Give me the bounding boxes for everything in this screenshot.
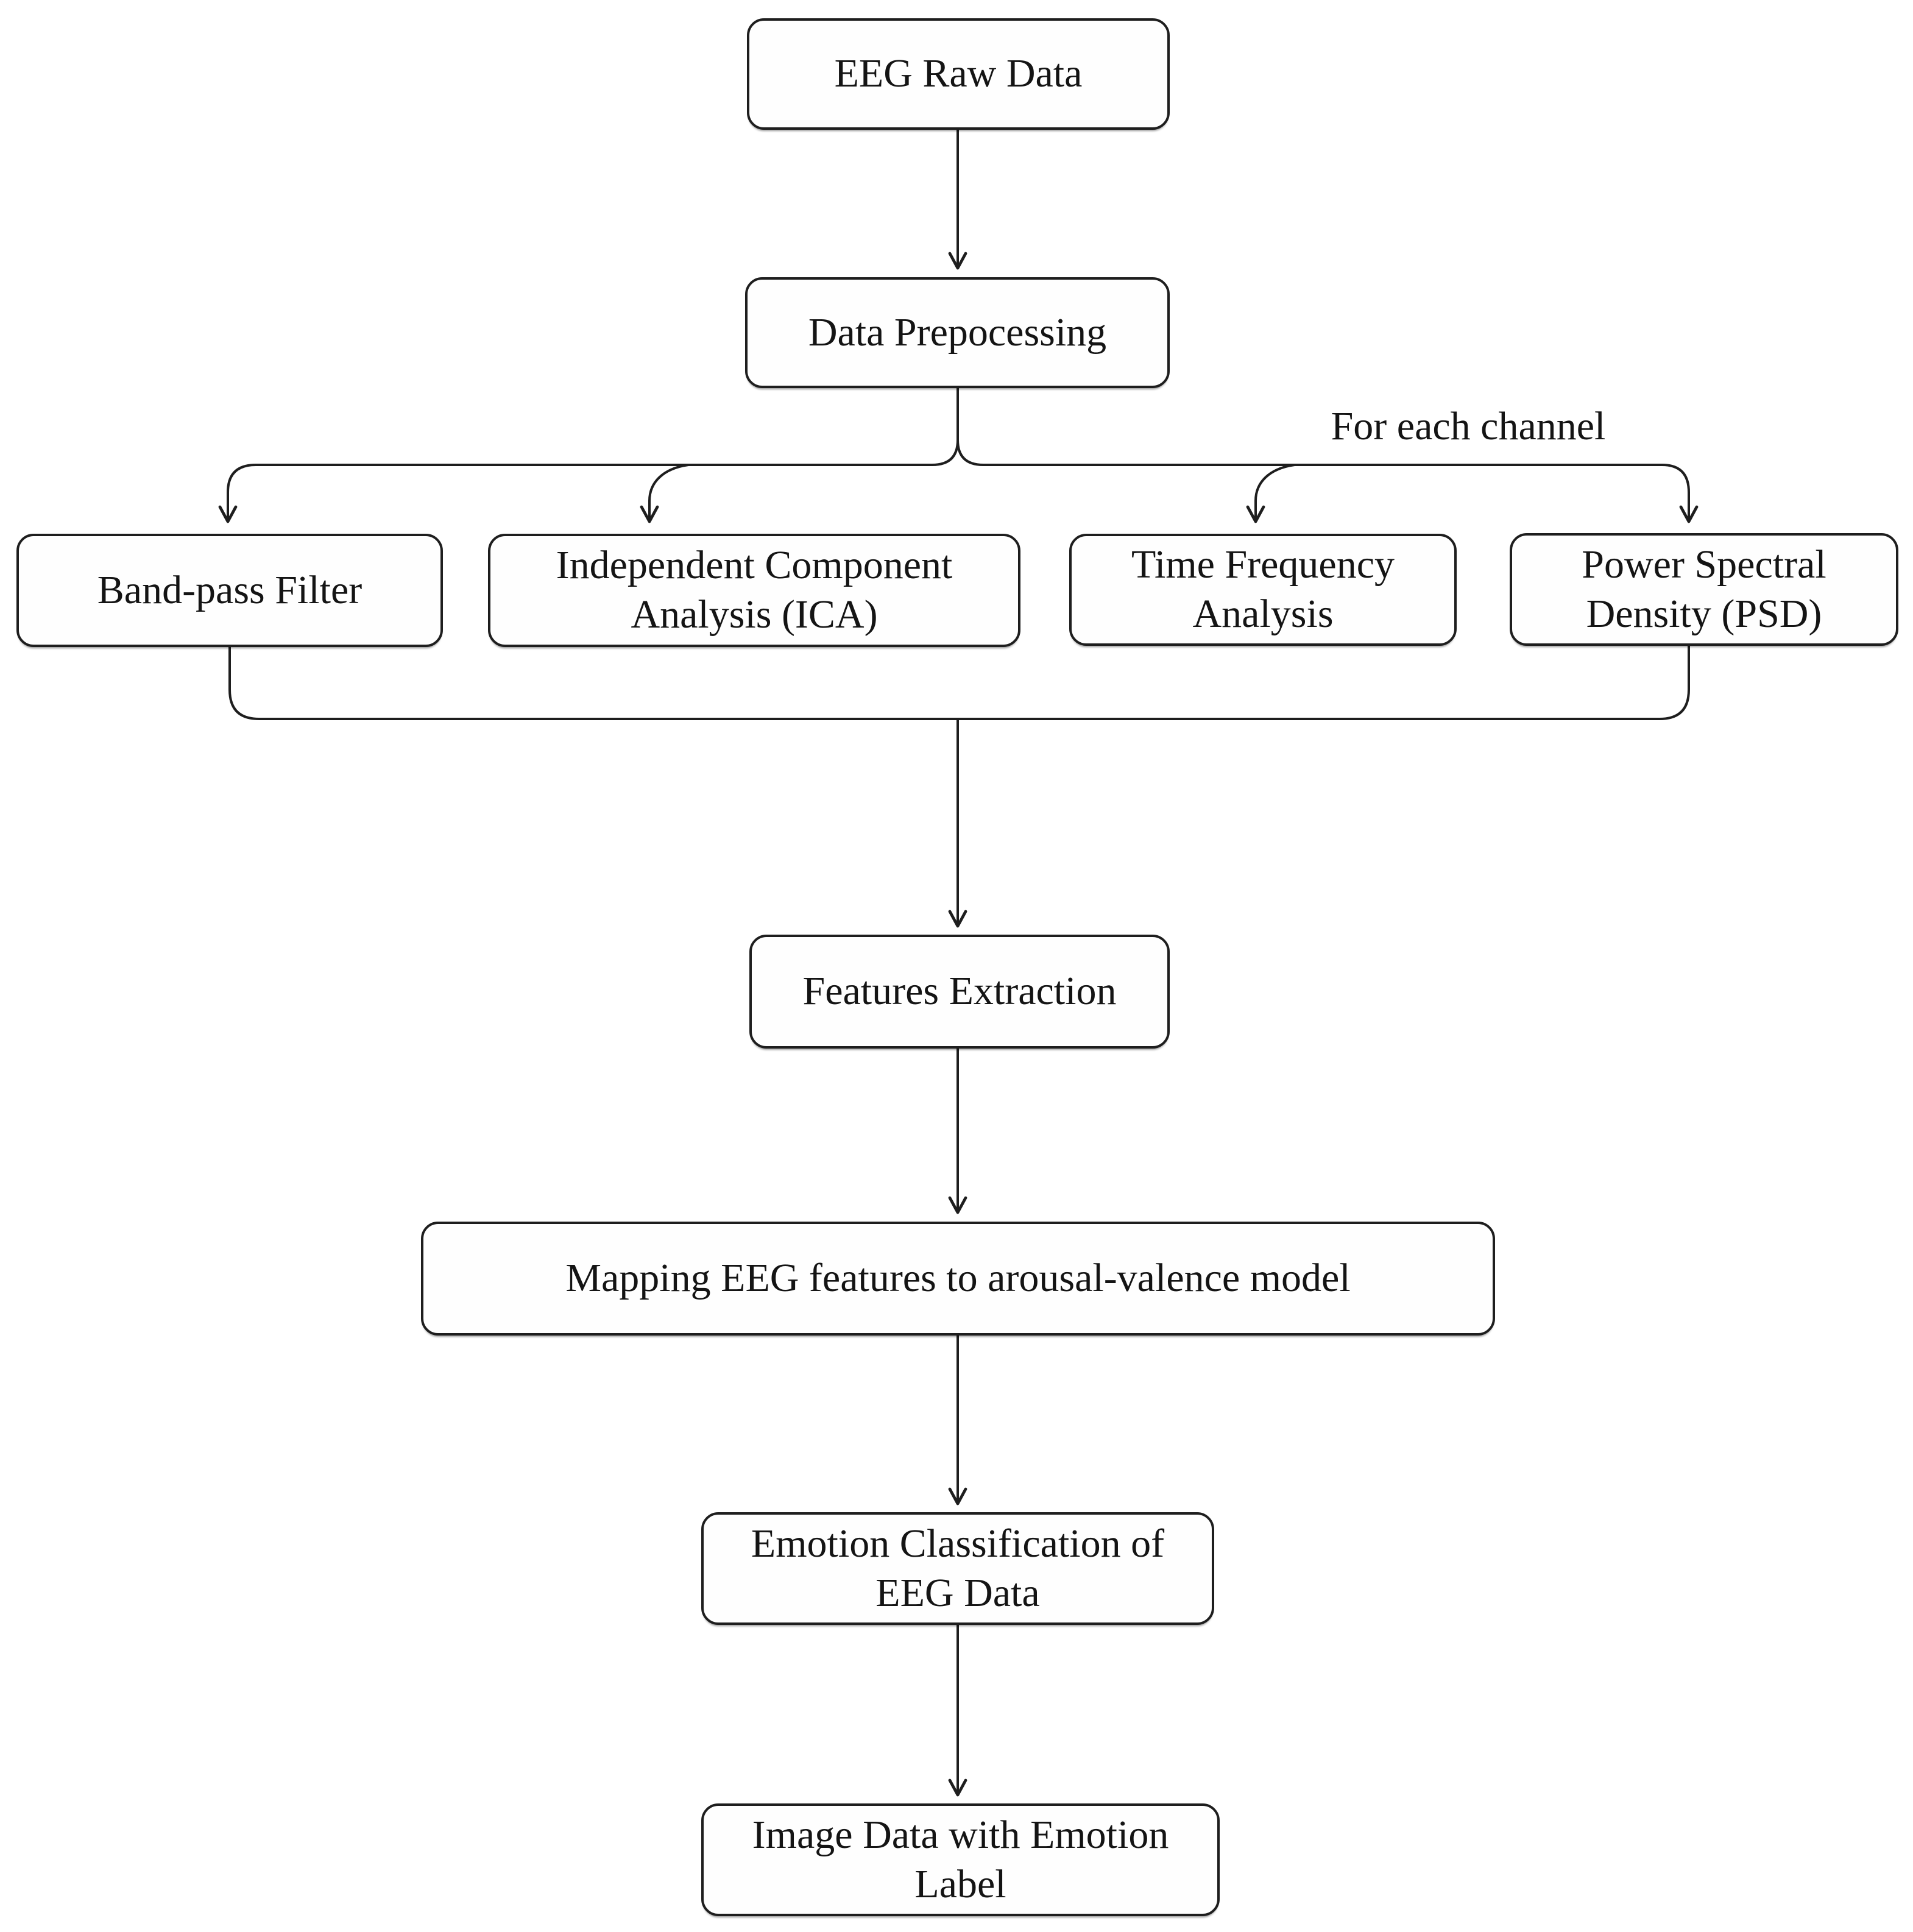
node-label: Time Frequency Analysis xyxy=(1131,542,1395,636)
edge-preprocessing-to-psd xyxy=(956,388,1699,523)
node-image-data-emotion-label: Image Data with Emotion Label xyxy=(701,1803,1220,1916)
node-power-spectral-density: Power Spectral Density (PSD) xyxy=(1510,533,1898,646)
node-label: Power Spectral Density (PSD) xyxy=(1582,542,1826,636)
node-eeg-raw-data: EEG Raw Data xyxy=(747,18,1170,130)
branch-annotation-for-each-channel: For each channel xyxy=(1331,404,1606,448)
node-label: Emotion Classification of EEG Data xyxy=(751,1521,1165,1615)
node-label: Band-pass Filter xyxy=(97,567,362,612)
node-time-frequency-analysis: Time Frequency Analysis xyxy=(1069,534,1457,646)
node-band-pass-filter: Band-pass Filter xyxy=(16,534,443,647)
node-label: Features Extraction xyxy=(802,969,1117,1014)
edge-preprocessing-to-bandpass xyxy=(218,388,959,523)
node-label: EEG Raw Data xyxy=(834,51,1083,96)
node-independent-component-analysis: Independent Component Analysis (ICA) xyxy=(488,534,1020,647)
node-label: Mapping EEG features to arousal-valence … xyxy=(565,1256,1351,1301)
node-mapping-arousal-valence: Mapping EEG features to arousal-valence … xyxy=(421,1222,1495,1336)
edge-preprocessing-to-timefrequency xyxy=(1246,464,1295,523)
edge-merge-bracket xyxy=(228,646,1690,720)
node-label: Data Prepocessing xyxy=(808,310,1107,355)
edge-preprocessing-to-ica xyxy=(640,464,689,523)
node-features-extraction: Features Extraction xyxy=(749,935,1170,1049)
node-data-preprocessing: Data Prepocessing xyxy=(745,277,1170,388)
node-label: Image Data with Emotion Label xyxy=(752,1812,1169,1906)
node-emotion-classification: Emotion Classification of EEG Data xyxy=(701,1512,1214,1625)
node-label: Independent Component Analysis (ICA) xyxy=(556,543,953,637)
